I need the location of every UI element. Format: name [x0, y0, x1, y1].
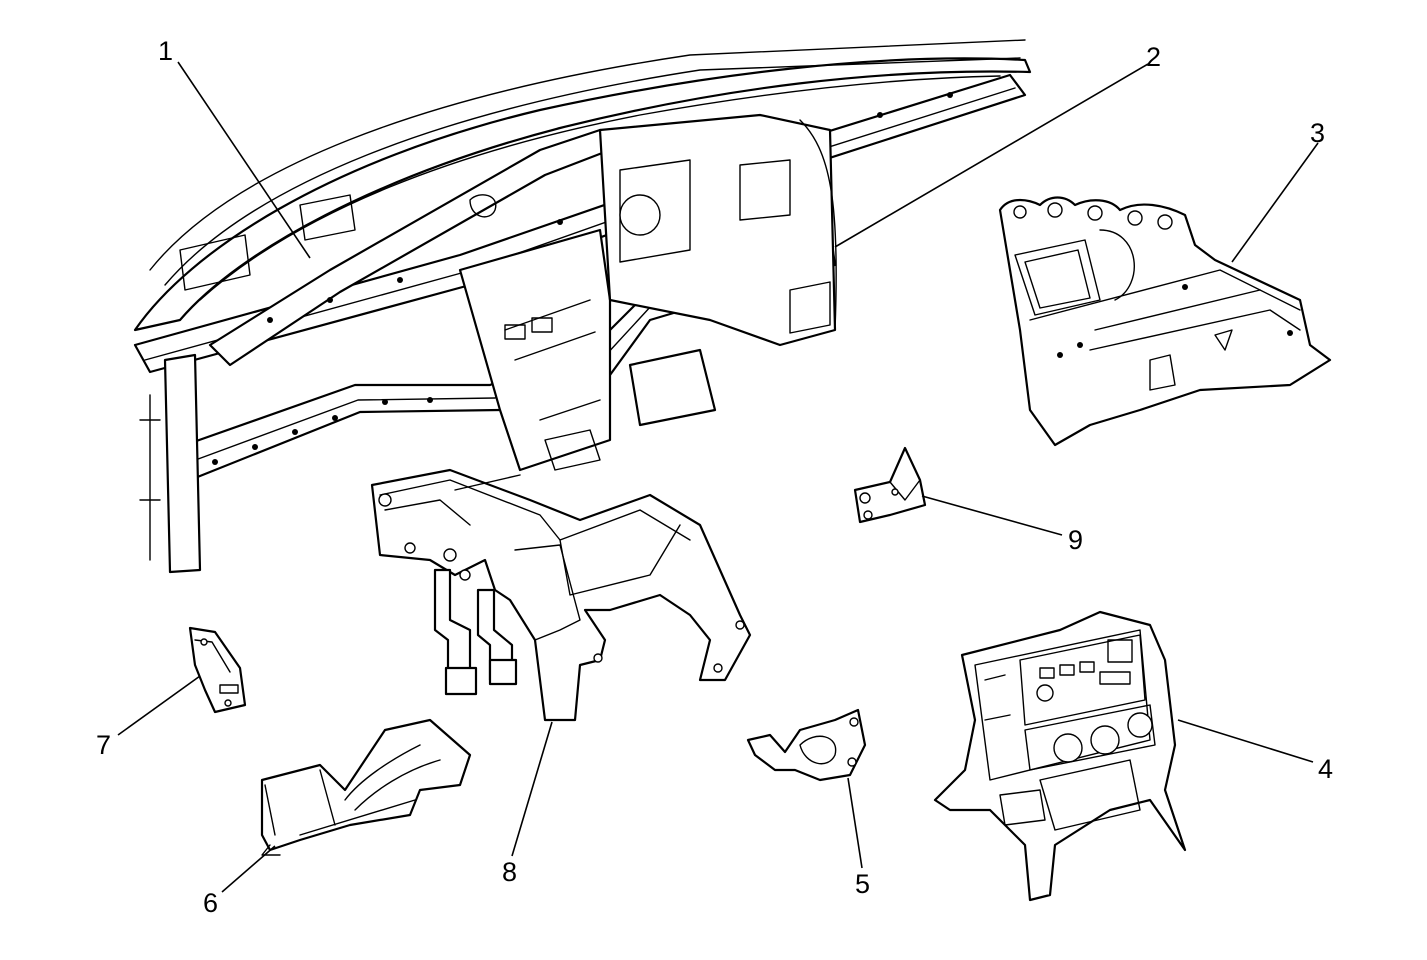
part-8-pedal-bracket — [370, 468, 752, 722]
callout-1: 1 — [158, 36, 173, 66]
callout-4: 4 — [1318, 754, 1333, 784]
leader-1 — [177, 61, 311, 259]
callout-7: 7 — [96, 730, 111, 760]
leader-7 — [117, 675, 201, 736]
leader-lines — [117, 61, 1319, 893]
part-7-bracket — [188, 626, 247, 714]
callout-2: 2 — [1146, 42, 1161, 72]
callout-8: 8 — [502, 857, 517, 887]
part-5-bracket — [746, 708, 867, 782]
part-9-bracket — [853, 446, 927, 524]
leader-5 — [847, 777, 863, 869]
leader-2 — [834, 63, 1149, 248]
leader-6 — [221, 845, 276, 893]
part-6-duct — [260, 718, 472, 856]
leader-8 — [511, 721, 553, 857]
leader-4 — [1177, 719, 1314, 763]
leader-9 — [921, 495, 1063, 536]
instrument-panel-frame — [133, 39, 1032, 574]
callout-6: 6 — [203, 888, 218, 918]
callout-9: 9 — [1068, 525, 1083, 555]
part-4-center-stack-bracket — [933, 610, 1187, 902]
leader-3 — [1231, 142, 1319, 263]
callouts: 1 2 3 4 5 6 7 8 9 — [96, 36, 1333, 918]
callout-5: 5 — [855, 869, 870, 899]
callout-3: 3 — [1310, 118, 1325, 148]
part-3-right-bracket — [998, 196, 1332, 447]
